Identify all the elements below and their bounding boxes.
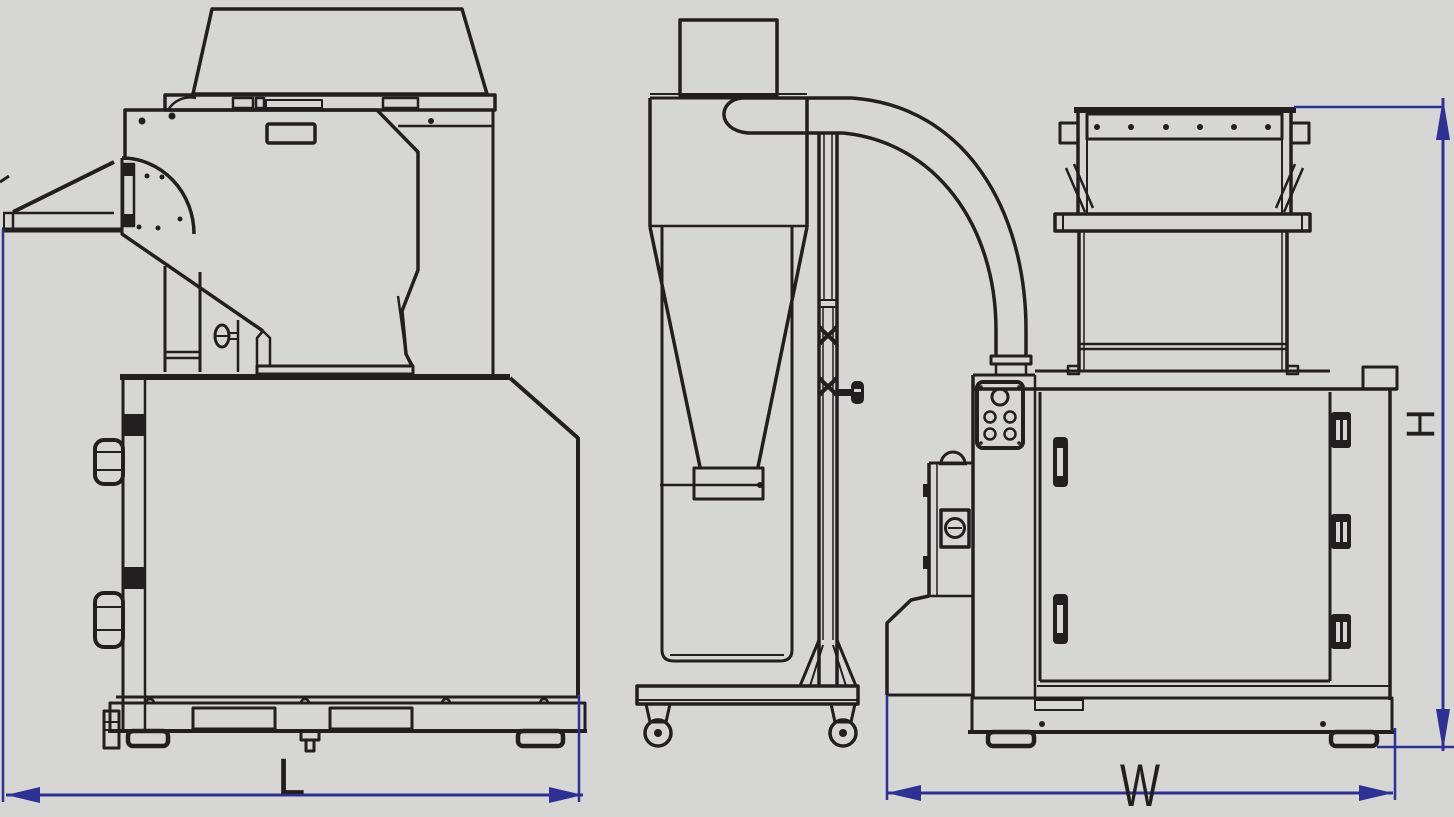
- machine-foot-center: [299, 729, 321, 753]
- side-top-plate: [163, 93, 497, 112]
- side-chamber: [121, 232, 415, 376]
- hopper-brace-left: [1064, 163, 1095, 213]
- machine-foot-right: [515, 728, 566, 749]
- front-foot-right: [1328, 729, 1380, 749]
- pole-gussets: [798, 639, 858, 687]
- pole-clamp-lower: [817, 376, 839, 397]
- dimension-label-height: H: [1399, 409, 1443, 439]
- front-door-hinges: [1331, 412, 1351, 649]
- machine-foot-left: [125, 728, 171, 749]
- emergency-stop-button: [990, 387, 1010, 407]
- leveler-foot: [102, 709, 121, 750]
- side-door-hinge-top: [93, 438, 125, 486]
- side-hopper: [191, 7, 489, 96]
- width-arrow-left: [887, 785, 921, 801]
- dimension-label-length: L: [277, 748, 305, 805]
- dimension-length: L: [1, 229, 583, 805]
- hopper-tab-right: [1289, 121, 1311, 145]
- chute-brace: [12, 160, 115, 214]
- hinge-block-bottom: [124, 567, 144, 589]
- motor-housing: [885, 450, 972, 697]
- panel-button: [1003, 410, 1017, 424]
- side-bearing-flange: [120, 156, 196, 235]
- height-arrow-bottom: [1436, 709, 1450, 751]
- chute-edge-mark: [0, 174, 10, 184]
- hinge-block-top: [124, 414, 144, 436]
- side-body-bolts: [138, 112, 434, 125]
- stand-base: [635, 684, 860, 748]
- stand-pole: [798, 133, 864, 687]
- caster-right: [828, 703, 858, 748]
- pole-handle-knob: [838, 381, 864, 404]
- cyclone-outlet: [660, 466, 765, 501]
- discharge-plate: [255, 364, 415, 376]
- length-arrow-left: [6, 787, 40, 803]
- front-neck: [1066, 231, 1300, 376]
- width-arrow-right: [1359, 785, 1393, 801]
- motor-pedestal: [885, 594, 930, 695]
- caster-left: [643, 703, 673, 748]
- dimension-label-width: W: [1120, 752, 1160, 817]
- granulator-side-view: [0, 7, 587, 753]
- cyclone-body: [648, 93, 809, 468]
- top-right-step: [1361, 365, 1399, 391]
- side-feed-chute: [0, 160, 121, 233]
- cyclone-view: [635, 18, 1033, 748]
- dimension-annotations: L W H: [1, 98, 1454, 817]
- panel-button: [983, 410, 997, 424]
- side-door-hinge-bottom: [93, 591, 125, 649]
- control-panel: [975, 380, 1025, 450]
- front-hopper: [1053, 107, 1312, 233]
- flange-bolts: [136, 173, 183, 231]
- front-body: [885, 365, 1399, 700]
- pole-clamp-upper: [817, 325, 839, 346]
- cyclone-cone: [648, 226, 809, 468]
- dimension-height: H: [1294, 98, 1454, 751]
- power-switch-box: [939, 508, 971, 549]
- side-cabinet: [93, 374, 580, 731]
- hopper-collar: [1053, 212, 1312, 233]
- panel-button: [1003, 427, 1017, 441]
- side-base: [102, 697, 587, 753]
- dimension-width: W: [885, 695, 1397, 817]
- dust-bin: [660, 227, 794, 663]
- motor-cap: [939, 450, 967, 465]
- panel-button: [983, 427, 997, 441]
- front-foot-left: [985, 729, 1037, 749]
- front-base: [968, 696, 1396, 749]
- conveying-duct: [722, 96, 1033, 377]
- hopper-brace-right: [1274, 163, 1305, 213]
- door-handle-slot-top: [1053, 437, 1068, 487]
- hopper-bolts: [1094, 124, 1271, 130]
- side-top-plate-details: [166, 96, 420, 111]
- base-bolts: [144, 697, 550, 704]
- side-body-outline: [123, 108, 420, 367]
- granulator-front-view: [885, 107, 1399, 749]
- cyclone-top-box: [678, 18, 779, 97]
- door-handle-slot-bottom: [1053, 594, 1068, 644]
- hopper-tab-left: [1058, 121, 1080, 145]
- length-arrow-right: [549, 787, 583, 803]
- side-name-plate: [265, 122, 317, 145]
- height-arrow-top: [1436, 98, 1450, 140]
